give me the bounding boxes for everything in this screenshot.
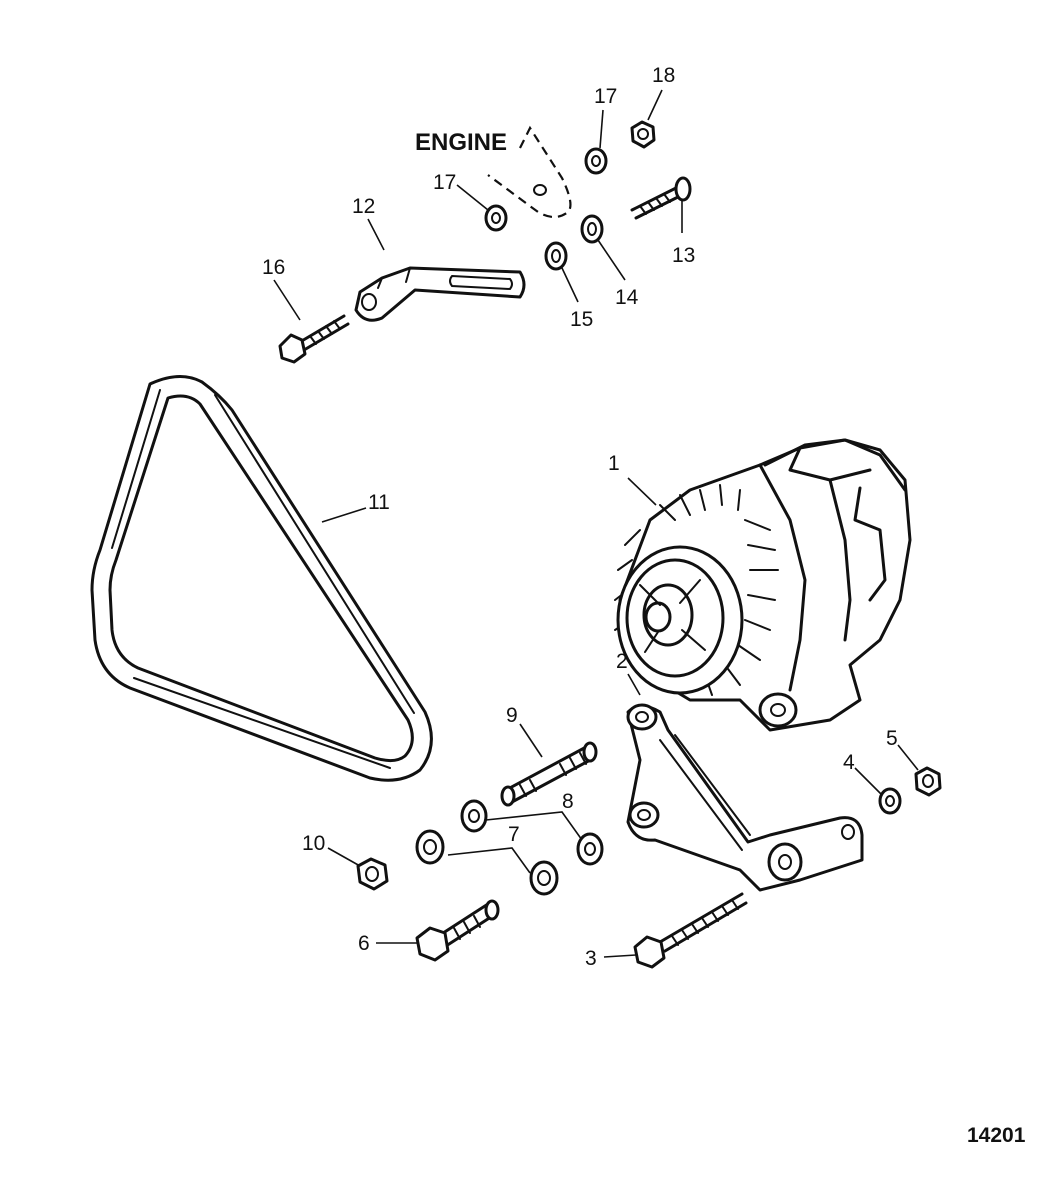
engine-label: ENGINE — [415, 129, 507, 156]
callout-13: 13 — [672, 244, 695, 267]
washer-17-lower — [484, 204, 508, 232]
callout-12: 12 — [352, 195, 375, 218]
bolt-16 — [278, 314, 350, 364]
washer-8-lower — [576, 832, 604, 866]
washer-15 — [544, 241, 568, 271]
callout-9: 9 — [506, 704, 518, 727]
callout-3: 3 — [585, 947, 597, 970]
figure-number: 14201 — [967, 1124, 1026, 1147]
callout-1: 1 — [608, 452, 620, 475]
callout-4: 4 — [843, 751, 855, 774]
callout-6: 6 — [358, 932, 370, 955]
callout-8: 8 — [562, 790, 574, 813]
leader-lines — [273, 89, 919, 958]
callout-labels: 1 2 3 4 5 6 7 8 9 10 11 12 13 14 15 16 1… — [262, 64, 898, 970]
callout-18: 18 — [652, 64, 675, 87]
callout-5: 5 — [886, 727, 898, 750]
drive-belt-11 — [90, 375, 433, 782]
alternator-1 — [614, 438, 912, 732]
callout-15: 15 — [570, 308, 593, 331]
washer-4 — [878, 787, 902, 815]
callout-10: 10 — [302, 832, 325, 855]
bracket-2 — [626, 703, 864, 892]
callout-11: 11 — [368, 491, 390, 514]
washer-8-upper — [460, 799, 488, 833]
nut-5 — [914, 766, 942, 797]
callout-17-lower: 17 — [433, 171, 456, 194]
washer-7-lower — [529, 860, 559, 896]
callout-7: 7 — [508, 823, 520, 846]
bolt-13 — [630, 176, 692, 220]
stud-9 — [500, 741, 598, 807]
callout-2: 2 — [616, 650, 628, 673]
washer-17-upper — [584, 147, 608, 175]
callout-14: 14 — [615, 286, 639, 309]
bracket-12 — [354, 266, 526, 322]
engine-mount-outline — [487, 125, 572, 219]
nut-18 — [630, 120, 656, 149]
washer-14 — [580, 214, 604, 244]
bolt-6 — [415, 899, 500, 962]
washer-7-upper — [415, 829, 445, 865]
callout-17-upper: 17 — [594, 85, 617, 108]
nut-10 — [356, 857, 389, 891]
callout-16: 16 — [262, 256, 285, 279]
bolt-3 — [633, 892, 748, 969]
